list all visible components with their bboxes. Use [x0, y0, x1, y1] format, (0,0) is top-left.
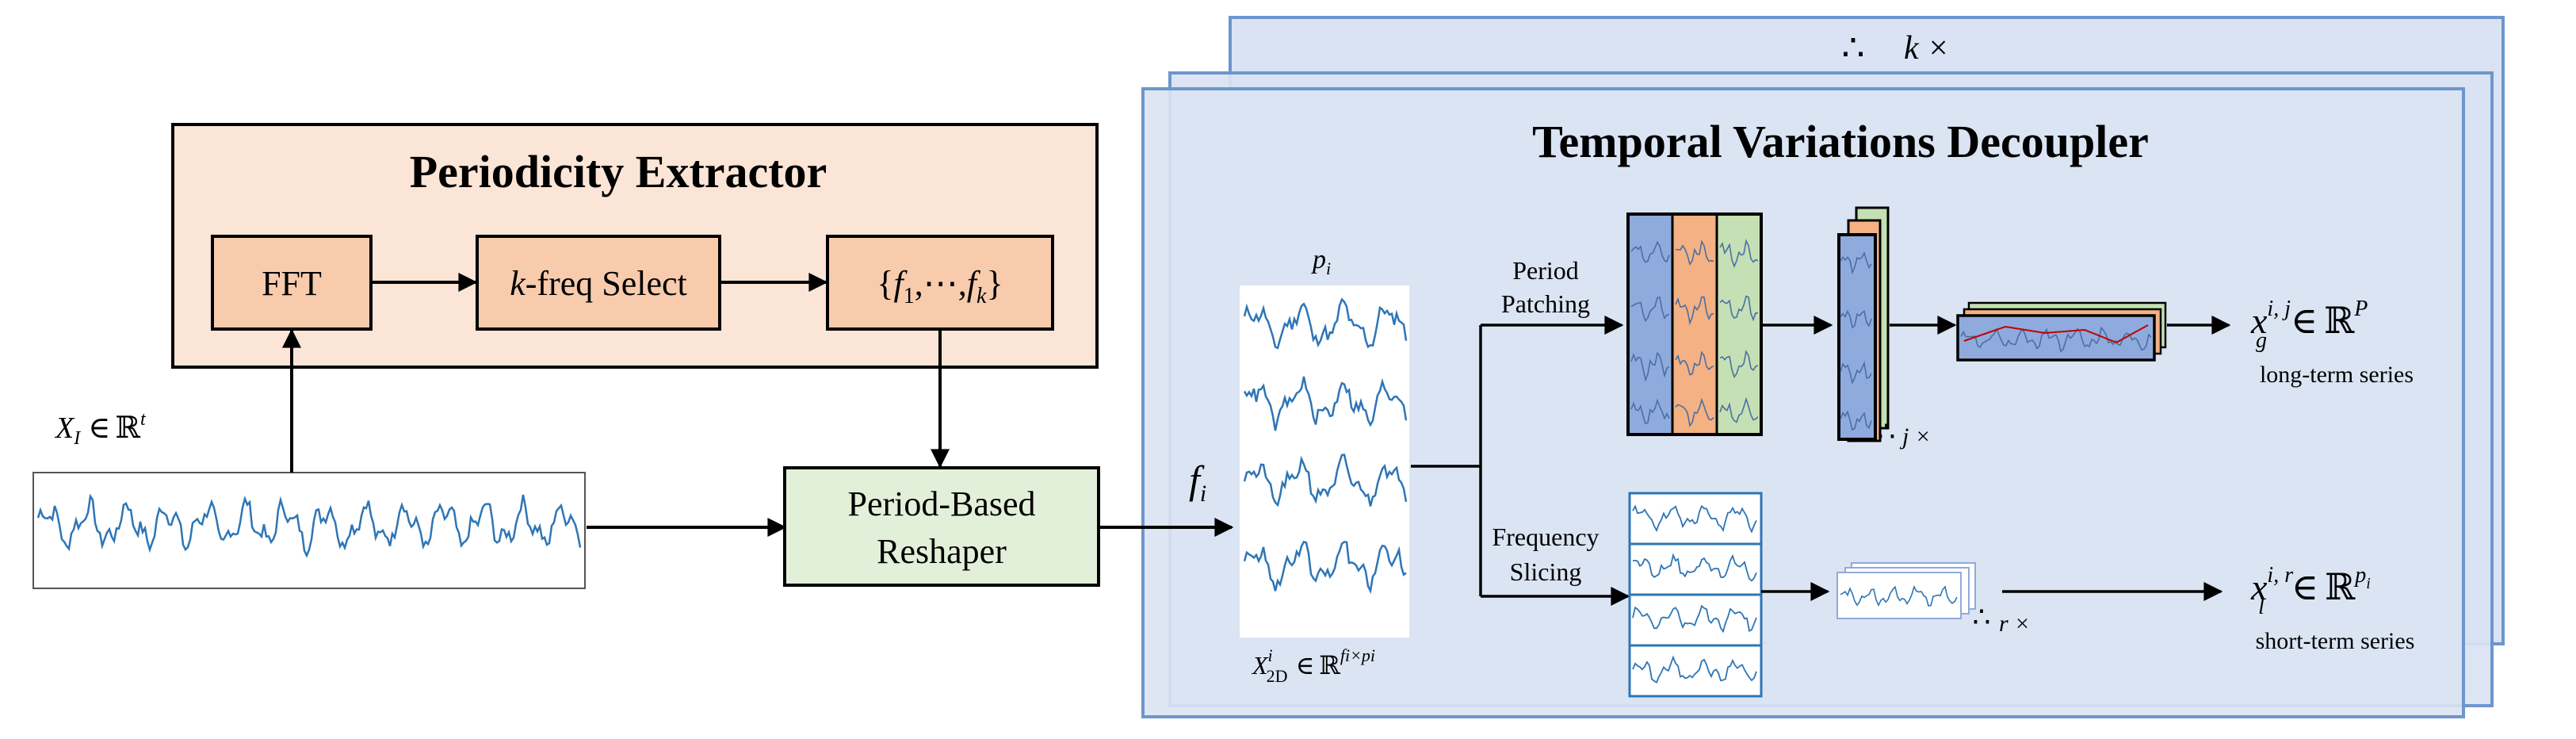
kfreq-select-box — [476, 235, 721, 331]
reshaper: Period-Based Reshaper — [783, 329, 1234, 587]
periodicity-extractor: Periodicity Extractor FFT k-freq Select … — [171, 123, 1099, 369]
patch-cell-series — [1719, 350, 1759, 379]
patch-cell-series — [1630, 297, 1670, 323]
slicing-label-line1: Frequency — [1492, 523, 1599, 551]
long-term-ribbon — [1956, 301, 2231, 362]
patch-cell-series — [1675, 397, 1714, 427]
reshaper-line1: Period-Based — [847, 484, 1035, 523]
patch-orange — [1671, 213, 1718, 436]
extractor-title: Periodicity Extractor — [410, 146, 827, 197]
j-repeat-label: j × — [1899, 423, 1931, 450]
patch-cell-series — [1719, 239, 1759, 269]
decoupler-repeat-label: k × — [1904, 30, 1949, 67]
patch-cell-series — [1719, 396, 1759, 423]
patch-outline — [1626, 213, 1763, 436]
patch-cell-series — [1719, 295, 1759, 322]
period-patches — [1626, 213, 1833, 436]
slice-series — [1632, 504, 1757, 683]
decoupler-repeat-dots: ∴ — [1841, 28, 1864, 68]
r-repeat-dots: ∴ — [1973, 601, 1991, 633]
grid-2d-box — [1240, 285, 1409, 638]
freq-set-label: {f1,⋯,fk} — [877, 264, 1003, 308]
patch-cell-series — [1675, 350, 1714, 376]
grid-p-label: pi — [1311, 245, 1331, 278]
short-term-caption: short-term series — [2256, 628, 2415, 654]
patch-cell-series — [1630, 351, 1670, 382]
fft-label: FFT — [262, 264, 322, 303]
freq-set-box — [826, 235, 1054, 331]
patch-cell-series — [1630, 398, 1670, 425]
stack-series — [1840, 251, 1872, 431]
grid-row-series — [1243, 297, 1408, 350]
slice-row-series — [1632, 504, 1757, 534]
slice-row-series — [1632, 655, 1757, 683]
branch-connectors: Period Patching Frequency Slicing — [1411, 256, 1630, 606]
slice-row-series — [1632, 553, 1757, 582]
input-series: XI∈ℝt — [32, 328, 787, 589]
slice-stack-series — [1840, 584, 1958, 607]
r-repeat-label: r × — [1999, 611, 2030, 637]
reshaper-line2: Reshaper — [877, 532, 1007, 571]
patch-stack: ∴ j × — [1837, 206, 1957, 450]
ribbon-series — [1960, 326, 2152, 353]
j-repeat-dots: ∴ — [1878, 415, 1896, 447]
grid-row-series — [1243, 376, 1408, 431]
grid-row-series — [1243, 454, 1408, 507]
stack-blue — [1837, 233, 1877, 441]
grid-row-series — [1243, 540, 1407, 595]
slice-stack-front — [1836, 572, 1962, 619]
patch-cell-series — [1630, 240, 1670, 263]
ribbon-trend-line — [1963, 324, 2149, 344]
kfreq-select-label: k-freq Select — [510, 264, 687, 303]
reshaper-box — [783, 466, 1100, 587]
frequency-slices: ∴ r × — [1628, 492, 2223, 698]
decoupler-title: Temporal Variations Decoupler — [1532, 116, 2149, 167]
grid-2d-series — [1243, 297, 1408, 595]
slicing-label-line2: Slicing — [1510, 557, 1582, 586]
input-series-line — [36, 493, 582, 558]
patching-label-line2: Patching — [1501, 289, 1590, 318]
input-series-label: XI∈ℝt — [54, 409, 147, 449]
long-term-caption: long-term series — [2260, 362, 2414, 388]
slice-row-series — [1632, 604, 1757, 634]
patch-cell-series — [1675, 239, 1714, 266]
patch-cell-series — [1675, 296, 1714, 326]
patch-series — [1630, 239, 1759, 427]
patching-label-line1: Period — [1512, 256, 1579, 285]
